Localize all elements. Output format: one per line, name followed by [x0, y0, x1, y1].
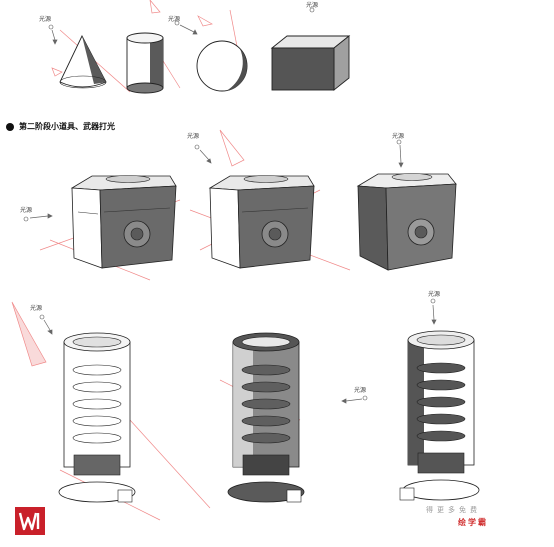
light-source-label: 光源 [187, 133, 200, 140]
light-source-label: 光源 [354, 387, 367, 394]
watermark-text: 得更多免费 [426, 506, 481, 514]
light-source-label: 光源 [39, 16, 52, 23]
light-arrows [29, 24, 437, 404]
canister-3 [399, 330, 480, 501]
crate-1 [70, 175, 177, 269]
cylinder-shape [126, 32, 164, 94]
light-source-label: 光源 [20, 207, 33, 214]
light-source-label: 光源 [168, 16, 181, 23]
cube-shape [270, 35, 351, 91]
canister-1 [58, 332, 136, 503]
cone-shape [59, 34, 107, 89]
brand-text: 绘学霸 [458, 518, 488, 527]
light-source-label: 光源 [30, 305, 43, 312]
light-source-label: 光源 [392, 133, 405, 140]
crate-2 [208, 175, 315, 269]
light-source-label: 光源 [306, 2, 319, 9]
light-source-markers [23, 7, 436, 401]
section-heading: 第二阶段小道具、武器打光 [6, 121, 115, 132]
sphere-shape [196, 40, 248, 92]
bullet-dot-icon [6, 122, 14, 131]
section-heading-text: 第二阶段小道具、武器打光 [19, 122, 115, 131]
brand-logo-icon [15, 507, 45, 535]
crate-3 [356, 173, 457, 271]
canister-2 [227, 332, 305, 503]
light-source-label: 光源 [428, 291, 441, 298]
